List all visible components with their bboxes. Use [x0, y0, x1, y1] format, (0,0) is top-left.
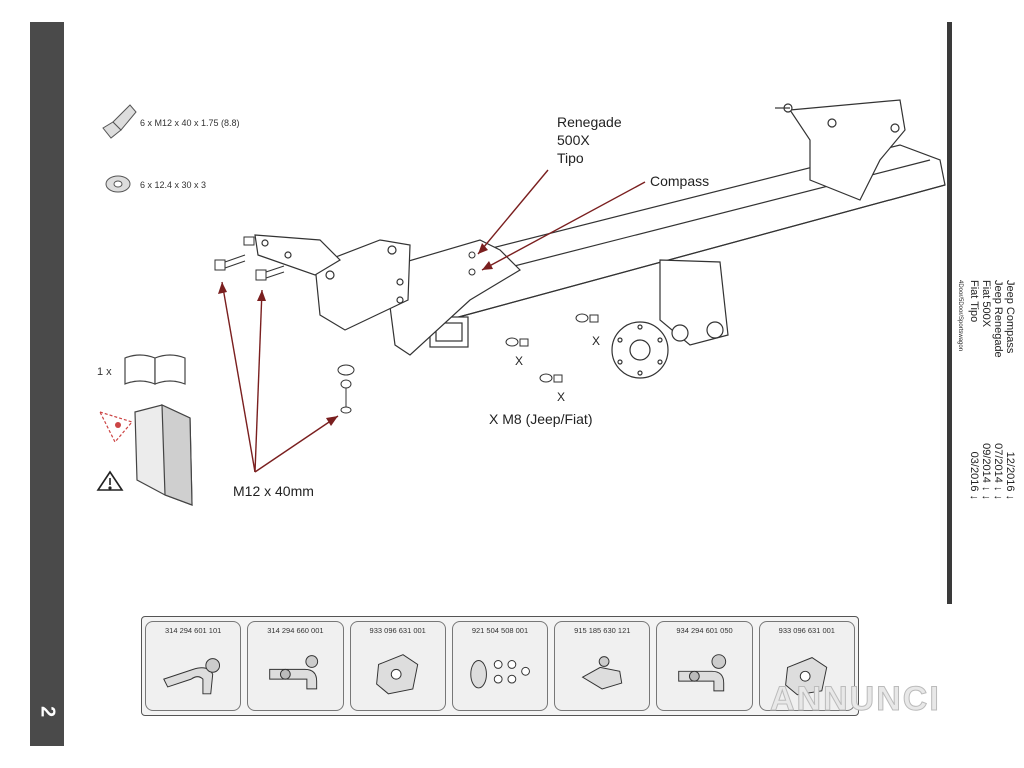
callout-m12: M12 x 40mm — [233, 483, 314, 499]
lock-key-icon — [581, 656, 623, 690]
m12-bolts — [214, 236, 355, 414]
x-mark: X — [557, 390, 566, 404]
towball-neck-icon — [163, 658, 221, 695]
bolt-spec-label: 6 x M12 x 40 x 1.75 (8.8) — [140, 118, 240, 128]
socket-plate-icon — [470, 660, 530, 689]
part-code: 934 294 601 050 — [676, 626, 733, 635]
watermark-logo: ANNUNCI — [770, 680, 941, 719]
manual-book-icon — [124, 354, 186, 385]
part-code: 314 294 601 101 — [164, 626, 222, 635]
part-code: 921 504 508 001 — [471, 626, 529, 635]
towball-assembly-icon — [678, 654, 727, 692]
m8-bolts — [505, 313, 599, 383]
x-mark: X — [515, 354, 524, 368]
detachable-towball-icon — [269, 655, 319, 690]
part-card: 314 294 660 001 — [247, 621, 344, 711]
manual-qty-label: 1 x — [97, 366, 112, 378]
part-card: 915 185 630 121 — [554, 621, 651, 711]
part-card: 933 096 631 001 — [349, 621, 446, 711]
instruction-card-icon — [98, 404, 193, 506]
callout-renegade-line: Renegade — [557, 114, 622, 130]
part-card: 921 504 508 001 — [451, 621, 549, 711]
part-code: 314 294 660 001 — [267, 626, 324, 635]
right-mount-bracket — [775, 99, 906, 201]
part-code: 933 096 631 001 — [778, 626, 835, 635]
washer-icon — [105, 175, 131, 193]
page-sidebar-bar — [30, 22, 64, 746]
part-card: 933 096 631 001 — [758, 621, 855, 711]
bracket-icon — [784, 657, 827, 696]
socket-plate — [611, 259, 729, 379]
bracket-icon — [375, 654, 418, 695]
right-divider — [947, 22, 952, 604]
washer-spec-label: 6 x 12.4 x 30 x 3 — [140, 180, 207, 190]
part-card: 314 294 601 101 — [145, 621, 242, 711]
leader-lines — [221, 169, 646, 473]
callout-m8: X M8 (Jeep/Fiat) — [489, 411, 593, 427]
warning-icon — [96, 470, 124, 491]
bolt-icon — [102, 104, 137, 139]
x-mark: X — [592, 334, 601, 348]
part-card: 934 294 601 050 — [656, 621, 753, 711]
callout-tipo-line: Tipo — [557, 150, 584, 166]
parts-strip: 314 294 601 101 314 294 660 001 933 096 … — [141, 616, 859, 716]
callout-compass: Compass — [650, 173, 710, 189]
leader-arrowheads — [218, 243, 493, 426]
part-code: 915 185 630 121 — [574, 626, 631, 635]
callout-500x-line: 500X — [557, 132, 590, 148]
callout-renegade: Renegade 500X Tipo — [557, 113, 622, 167]
mounting-holes — [468, 251, 476, 276]
part-code: 933 096 631 001 — [369, 626, 426, 635]
